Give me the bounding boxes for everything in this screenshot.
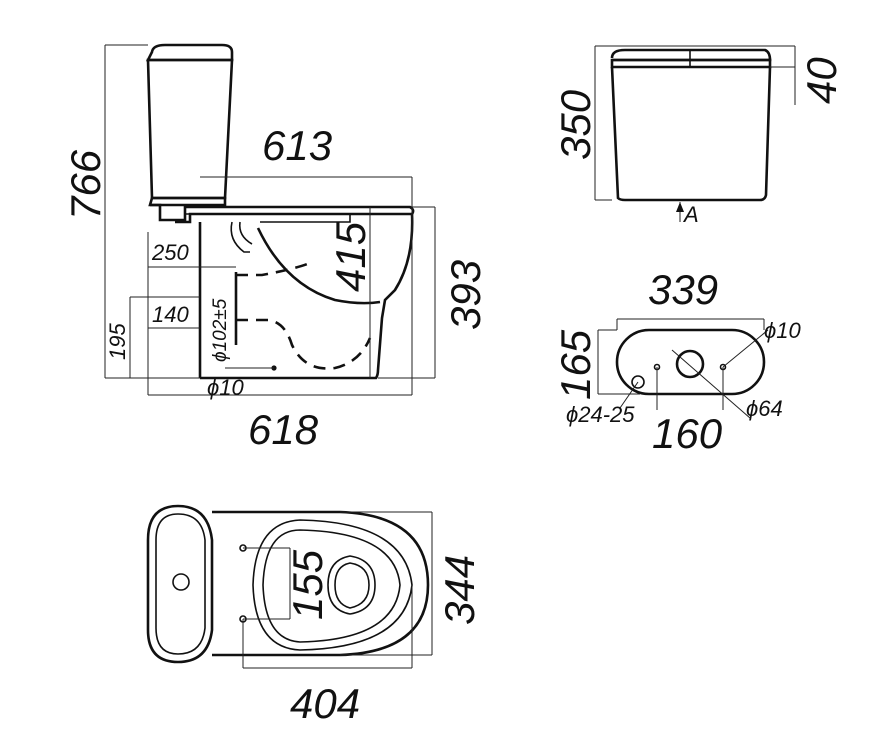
label-fixing-hole: ϕ10 (207, 375, 244, 400)
label-inlet-height: 250 (151, 240, 189, 265)
label-outlet-center: 195 (105, 323, 130, 360)
tank-front-lid (610, 48, 772, 62)
label-view-marker: A (682, 202, 699, 227)
seat-top-inner (262, 529, 401, 643)
label-outlet-height: 140 (152, 302, 189, 327)
label-depth: 613 (262, 122, 332, 169)
bowl-front (200, 213, 414, 380)
tank-bottom-outline (615, 328, 766, 396)
trap-upper (236, 260, 313, 277)
label-tank-width: 339 (648, 266, 718, 313)
bowl-top-outline (212, 510, 430, 657)
inlet-pipe (230, 221, 250, 253)
seat-top-outline (252, 519, 413, 651)
tank-top-inner (155, 513, 206, 655)
label-lid-height: 40 (798, 57, 845, 104)
label-center-hole: ϕ64 (746, 396, 783, 421)
tank-lid (145, 43, 234, 62)
label-seat-hole-spacing: 155 (284, 549, 331, 620)
label-rim-height: 393 (442, 260, 489, 330)
inlet-pipe-inner (238, 221, 253, 245)
label-top-length: 404 (290, 680, 360, 727)
tank-front-lid-band (610, 58, 772, 69)
bowl-interior (256, 227, 381, 305)
leader-phi24 (619, 381, 639, 409)
flush-button (172, 573, 190, 591)
water-inlet-hole (631, 375, 645, 389)
tank-front-view: 350 40 A (552, 45, 845, 227)
bowl-opening-inner (334, 562, 370, 609)
label-bowl-height: 415 (327, 221, 374, 292)
label-overall-length: 618 (248, 406, 319, 453)
label-tank-height: 350 (552, 89, 599, 160)
trap-lower (236, 318, 372, 370)
label-outlet-diameter: ϕ102±5 (210, 298, 231, 362)
tank-base (148, 196, 227, 207)
top-view: 155 344 404 (146, 504, 483, 727)
seat-inner (185, 213, 351, 223)
label-hole-spacing: 160 (652, 410, 723, 457)
label-water-inlet: ϕ24-25 (566, 402, 635, 427)
side-view: 766 613 415 393 250 140 195 ϕ102±5 ϕ10 6… (62, 43, 489, 453)
leader-phi64 (671, 349, 751, 419)
tank-top-outline (146, 504, 214, 664)
leader-phi10 (722, 329, 769, 368)
center-hole (675, 349, 705, 379)
label-top-width: 344 (436, 555, 483, 625)
label-tank-depth: 165 (552, 329, 599, 400)
label-side-hole: ϕ10 (764, 318, 801, 343)
tank-bottom-view: 339 165 160 ϕ10 ϕ64 ϕ24-25 (552, 266, 801, 457)
label-total-height: 766 (62, 149, 109, 220)
bowl-opening (327, 555, 376, 615)
tank-front-body (610, 66, 772, 202)
view-arrow-head-icon (676, 202, 684, 212)
